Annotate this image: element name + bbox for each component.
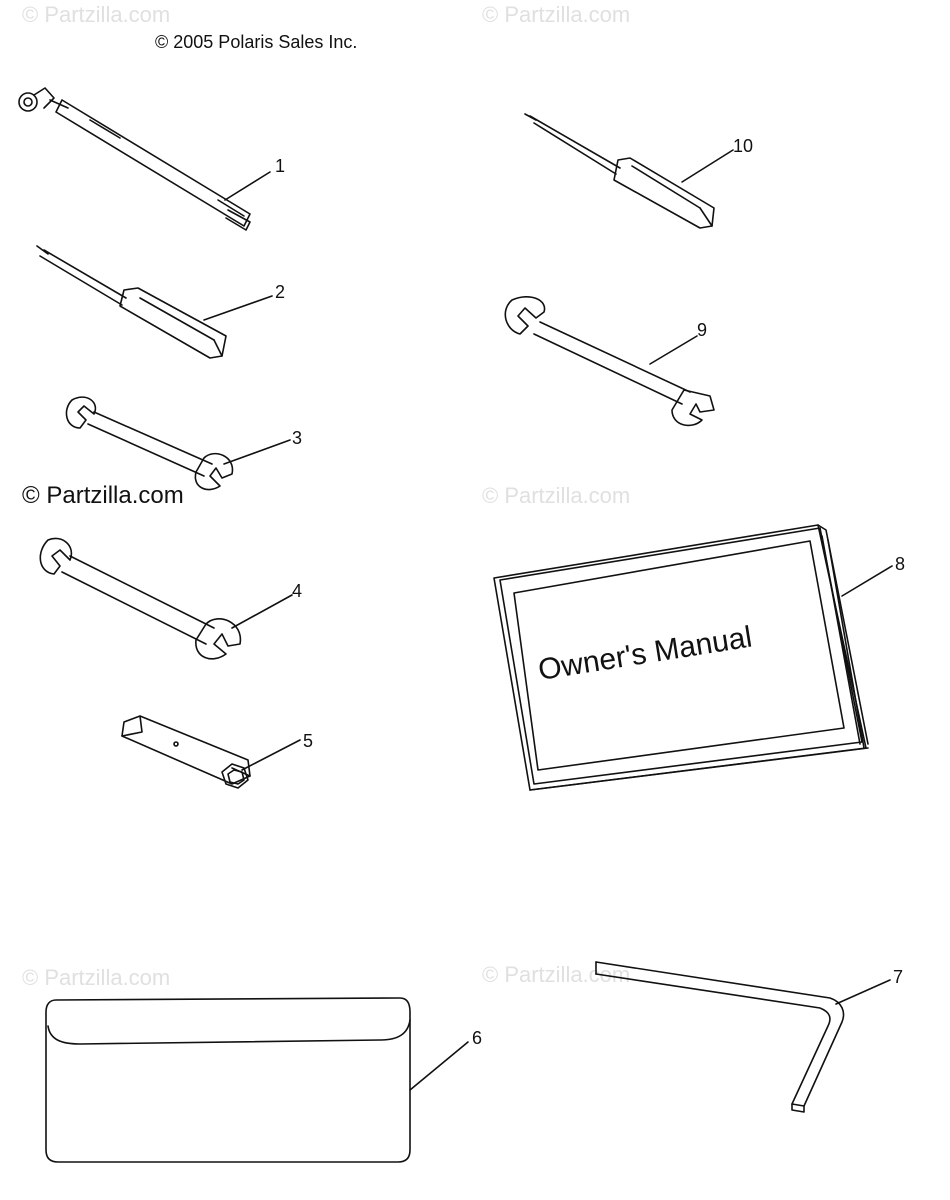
item-5-socket <box>121 715 251 789</box>
item-8-owners-manual <box>493 524 869 791</box>
leader-10 <box>681 149 734 183</box>
callout-9: 9 <box>697 320 708 340</box>
leader-1 <box>224 171 271 201</box>
item-1-driver <box>18 87 251 231</box>
copyright-text: © 2005 Polaris Sales Inc. <box>155 32 358 52</box>
item-2-screwdriver <box>36 245 227 359</box>
leader-7 <box>835 979 891 1005</box>
item-3-wrench <box>65 396 234 491</box>
leader-9 <box>649 335 698 365</box>
leader-6 <box>409 1041 469 1091</box>
watermark-mid-center: © Partzilla.com <box>482 483 631 508</box>
item-7-hex-key <box>595 961 845 1113</box>
watermark-bottom-center: © Partzilla.com <box>482 962 631 987</box>
item-9-wrench <box>504 296 715 427</box>
item-4-wrench <box>39 537 242 660</box>
watermark-bottom-left: © Partzilla.com <box>22 965 171 990</box>
callout-2: 2 <box>275 282 286 302</box>
callout-8: 8 <box>895 554 906 574</box>
callout-3: 3 <box>292 428 303 448</box>
watermark-top-center: © Partzilla.com <box>482 2 631 27</box>
item-10-screwdriver <box>524 113 715 229</box>
callout-7: 7 <box>893 967 904 987</box>
callout-1: 1 <box>275 156 286 176</box>
watermark-top-left: © Partzilla.com <box>22 2 171 27</box>
watermark-dark: © Partzilla.com <box>22 482 184 509</box>
leader-3 <box>223 439 291 465</box>
callout-6: 6 <box>472 1028 483 1048</box>
callout-5: 5 <box>303 731 314 751</box>
leader-2 <box>203 295 273 321</box>
leader-5 <box>241 739 301 771</box>
item-6-tool-bag <box>45 997 411 1163</box>
manual-title: Owner's Manual <box>536 621 754 687</box>
callout-10: 10 <box>733 136 754 156</box>
callout-4: 4 <box>292 581 303 601</box>
leader-8 <box>841 565 893 597</box>
leader-4 <box>231 594 293 629</box>
